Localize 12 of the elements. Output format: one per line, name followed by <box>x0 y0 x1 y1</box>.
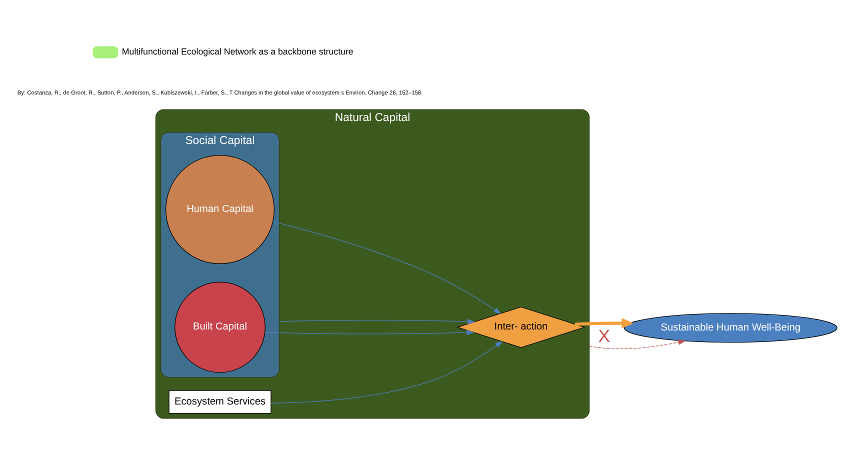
arrow <box>272 221 502 314</box>
node-circle: Human Capital <box>166 155 275 264</box>
arrow <box>589 340 686 350</box>
arrow <box>278 319 476 324</box>
node-box: Ecosystem Services <box>168 390 272 414</box>
node-ellipse: Sustainable Human Well-Being <box>624 313 838 343</box>
arrow <box>574 318 634 328</box>
node-circle: Built Capital <box>174 282 266 373</box>
arrow <box>270 341 503 404</box>
edge-label: X <box>598 326 610 346</box>
legend-label: Multifunctional Ecological Network as a backbone structure <box>122 46 354 57</box>
arrow <box>264 330 474 336</box>
